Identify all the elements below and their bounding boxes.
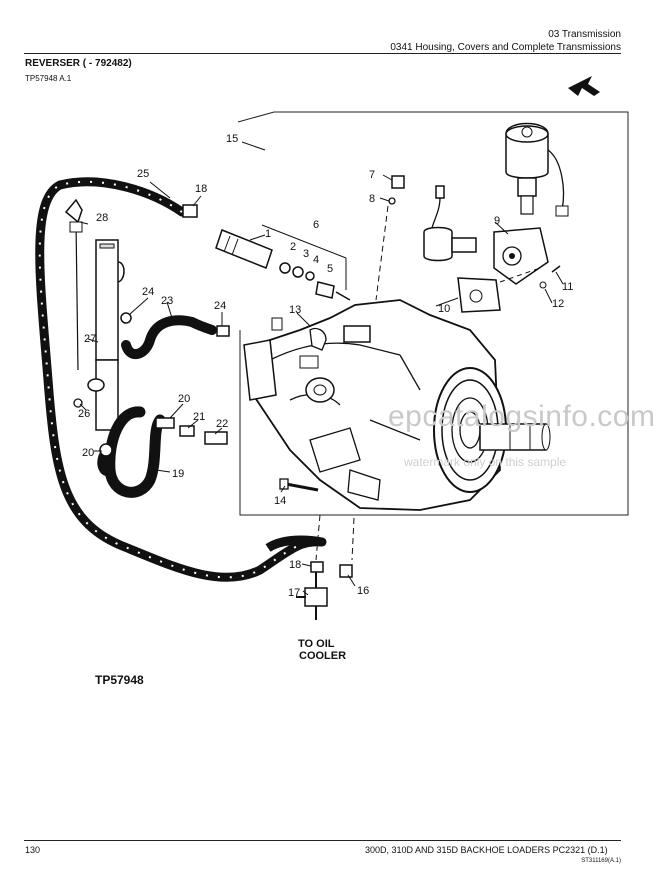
- watermark-text: epcatalogsinfo.com: [388, 400, 656, 433]
- callout-18-bottom: 18: [289, 559, 301, 571]
- model-info: 300D, 310D AND 315D BACKHOE LOADERS PC23…: [365, 845, 608, 855]
- callout-27: 27: [84, 333, 96, 345]
- callout-numbers: 1 2 3 4 5 6 7 8 9 10 11 12 13 14 15 16 1…: [78, 133, 573, 599]
- footer-divider: [24, 840, 621, 841]
- orientation-arrow-icon: [568, 76, 600, 96]
- callout-20-top: 20: [178, 393, 190, 405]
- oil-cooler-label-2: COOLER: [299, 650, 346, 662]
- hose-19: [104, 406, 166, 498]
- callout-6: 6: [313, 219, 319, 231]
- header-divider: [24, 53, 621, 54]
- hose-23: [121, 315, 217, 359]
- callout-24-right: 24: [214, 300, 226, 312]
- callout-9: 9: [494, 215, 500, 227]
- callout-24-left: 24: [142, 286, 154, 298]
- callout-leaders: [79, 141, 564, 596]
- image-reference: TP57948 A.1: [25, 74, 72, 83]
- callout-3: 3: [303, 248, 309, 260]
- callout-26: 26: [78, 408, 90, 420]
- filter-element-1: [215, 229, 273, 269]
- callout-25: 25: [137, 168, 149, 180]
- callout-15: 15: [226, 133, 238, 145]
- callout-19: 19: [172, 468, 184, 480]
- callout-5: 5: [327, 263, 333, 275]
- subsection-title: 0341 Housing, Covers and Complete Transm…: [390, 42, 621, 53]
- callout-22: 22: [216, 418, 228, 430]
- page-number: 130: [25, 845, 41, 855]
- callout-10: 10: [438, 303, 450, 315]
- watermark-subtext: watermark only on this sample: [404, 455, 567, 469]
- callout-12: 12: [552, 298, 564, 310]
- dipstick-tube: [95, 239, 119, 361]
- transmission-housing: [243, 299, 551, 511]
- callout-17: 17: [288, 587, 300, 599]
- solenoid-valve-assembly: [505, 122, 569, 217]
- figure-label: TP57948: [95, 673, 144, 687]
- callout-2: 2: [290, 241, 296, 253]
- callout-16: 16: [357, 585, 369, 597]
- document-code: ST311169(A.1): [581, 858, 621, 864]
- callout-23: 23: [161, 295, 173, 307]
- callout-4: 4: [313, 254, 319, 266]
- callout-13: 13: [289, 304, 301, 316]
- callout-11: 11: [562, 281, 573, 293]
- callout-1: 1: [265, 228, 271, 240]
- callout-20-bottom: 20: [82, 447, 94, 459]
- callout-8: 8: [369, 193, 375, 205]
- page-title: REVERSER ( - 792482): [25, 58, 132, 69]
- callout-21: 21: [193, 411, 205, 423]
- gasket-10: [457, 277, 501, 313]
- callout-28: 28: [96, 212, 108, 224]
- callout-18-top: 18: [195, 183, 207, 195]
- section-title: 03 Transmission: [548, 29, 621, 40]
- callout-14: 14: [274, 495, 286, 507]
- housing-frame: [237, 111, 629, 516]
- callout-7: 7: [369, 169, 375, 181]
- dipstick: [75, 221, 79, 371]
- oil-cooler-label-1: TO OIL: [298, 638, 335, 650]
